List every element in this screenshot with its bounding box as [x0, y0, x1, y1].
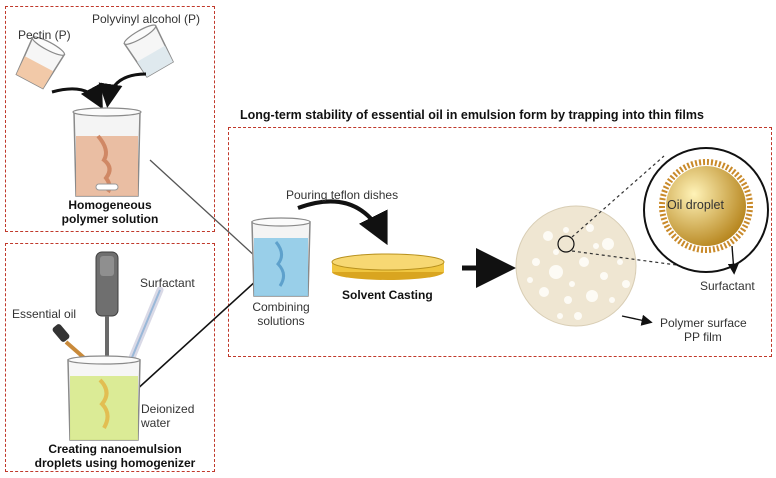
essential-oil-label: Essential oil: [12, 307, 77, 321]
pectin-label: Pectin (P): [18, 28, 71, 42]
polymer-beaker-icon: [72, 107, 142, 197]
pva-arrow-icon: [98, 72, 147, 108]
solutions-label: solutions: [257, 314, 305, 328]
teflon-dish-icon: [331, 253, 445, 280]
surfactant-pointer-icon: [727, 245, 739, 275]
oil-droplet-zoom-icon: [643, 147, 769, 273]
homogeneous-solution-panel: [5, 6, 215, 232]
solvent-casting-label: Solvent Casting: [342, 288, 433, 302]
pectin-arrow-icon: [51, 82, 103, 110]
panel-title: Long-term stability of essential oil in …: [240, 108, 704, 122]
homogeneous-label: Homogeneous: [68, 198, 152, 212]
nanoemulsion-panel: [5, 243, 215, 472]
pectin-cup-icon: [15, 36, 66, 90]
pouring-label: Pouring teflon dishes: [286, 188, 399, 202]
oil-droplet-label: Oil droplet: [667, 198, 724, 212]
deionized-label: Deionized: [141, 402, 195, 416]
nanoemulsion-beaker-icon: [67, 355, 141, 441]
surfactant-label-left: Surfactant: [140, 276, 195, 290]
nanoemulsion-caption: Creating nanoemulsion: [48, 442, 182, 456]
homogenizer-caption: droplets using homogenizer: [34, 456, 196, 470]
polymer-surface-label: Polymer surface: [660, 316, 747, 330]
pouring-arrow-icon: [297, 199, 388, 246]
pva-label: Polyvinyl alcohol (P): [92, 12, 201, 26]
combining-label: Combining: [252, 300, 310, 314]
emulsion-to-combine-arrow-icon: [133, 267, 271, 393]
water-label: water: [141, 416, 171, 430]
pp-film-label: PP film: [684, 330, 722, 344]
film-pointer-icon: [621, 314, 653, 326]
polymer-to-combine-arrow-icon: [149, 159, 270, 270]
pva-cup-icon: [123, 24, 174, 78]
magnified-spot-icon: [557, 235, 575, 253]
polymer-solution-label: polymer solution: [61, 212, 159, 226]
pp-film-disc-icon: [515, 205, 637, 327]
combining-beaker-icon: [251, 217, 311, 297]
thin-film-panel: [228, 127, 772, 357]
surfactant-label-right: Surfactant: [700, 279, 755, 293]
